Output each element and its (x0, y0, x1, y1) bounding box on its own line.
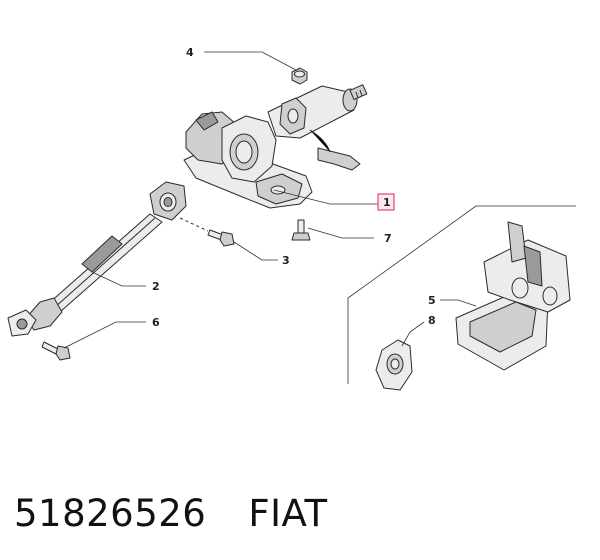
part-4-nut (291, 67, 308, 85)
parts-diagram: 4 1 7 3 2 6 5 8 (7, 46, 576, 391)
part-8-clip (375, 339, 413, 391)
part-caption: 51826526 FIAT (14, 492, 328, 535)
leader-1 (273, 189, 378, 205)
callout-6: 6 (152, 316, 160, 329)
callout-5: 5 (428, 294, 436, 307)
leader-7 (307, 227, 374, 239)
leader-6 (63, 321, 146, 349)
part-6-bolt (41, 341, 71, 361)
leader-5 (440, 299, 477, 307)
leader-2 (91, 271, 146, 287)
callout-2: 2 (152, 280, 160, 293)
part-7-bolt (291, 219, 311, 241)
part-2-intermediate-shaft (7, 181, 187, 337)
part-1-steering-column (183, 84, 368, 209)
part-5-bracket (455, 221, 571, 371)
sub-panel-border (347, 205, 576, 384)
callout-8: 8 (428, 314, 436, 327)
callout-1-box: 1 (377, 193, 395, 211)
leader-8 (401, 321, 425, 347)
leader-4 (204, 51, 297, 71)
part-3-bolt (179, 217, 235, 247)
part-number: 51826526 (14, 492, 207, 535)
callout-7: 7 (384, 232, 392, 245)
leader-3 (233, 241, 278, 261)
callout-3: 3 (282, 254, 290, 267)
brand-name: FIAT (248, 492, 328, 535)
callout-4: 4 (186, 46, 194, 59)
callout-1: 1 (383, 196, 391, 209)
